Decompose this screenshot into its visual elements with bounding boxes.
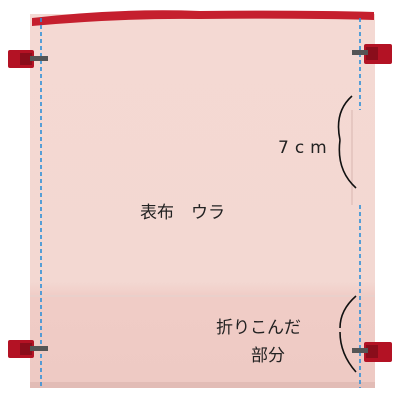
binder-clip-icon bbox=[352, 342, 392, 362]
binder-clip-icon bbox=[352, 44, 392, 64]
folded-part-label-line2: 部分 bbox=[251, 346, 285, 366]
fabric-top-edge bbox=[32, 10, 374, 26]
measure-label: 7cm bbox=[278, 138, 333, 158]
binder-clip-icon bbox=[8, 50, 48, 68]
fabric-panel bbox=[30, 14, 375, 386]
fabric-bottom-shadow bbox=[30, 382, 375, 388]
fold-brace-icon bbox=[339, 295, 357, 373]
folded-part-label-line1: 折りこんだ bbox=[216, 318, 301, 338]
binder-clip-icon bbox=[8, 340, 48, 358]
measure-brace-icon bbox=[337, 95, 357, 189]
fabric-back-label: 表布 ウラ bbox=[140, 203, 225, 223]
